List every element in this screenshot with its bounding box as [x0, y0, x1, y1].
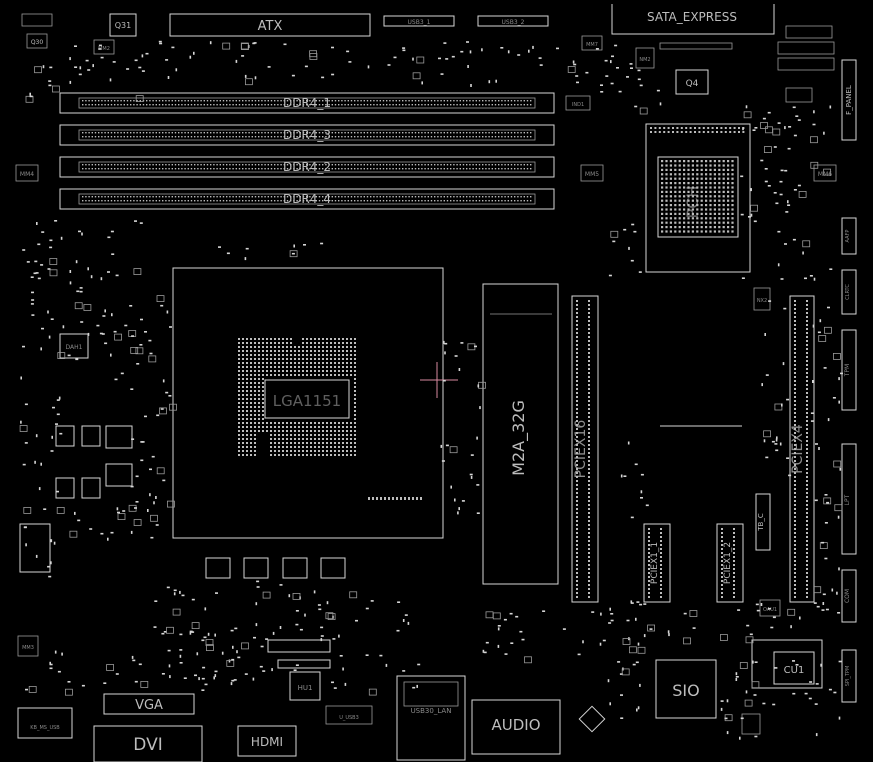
- cursor-crosshair: [420, 362, 458, 398]
- scattered-passives: [19, 40, 843, 740]
- svg-text:Q4: Q4: [686, 79, 699, 89]
- svg-text:CLRTC: CLRTC: [845, 284, 851, 300]
- usb3-header-1[interactable]: USB3_1: [383, 15, 455, 27]
- ddr4-2-label: DDR4_2: [283, 160, 331, 174]
- svg-text:MM3: MM3: [22, 645, 34, 651]
- svg-text:SPI_TPM: SPI_TPM: [845, 666, 851, 687]
- mm5-component: MM5: [580, 164, 604, 182]
- right-header-2[interactable]: CLRTC: [841, 269, 857, 315]
- pciex16-label: PCIEX16: [573, 420, 589, 479]
- ps2-usb-port[interactable]: KB_MS_USB: [17, 707, 73, 739]
- f-panel-label: F_PANEL: [845, 85, 853, 115]
- svg-text:MM6: MM6: [818, 171, 832, 178]
- ddr4-1-label: DDR4_1: [283, 96, 331, 110]
- svg-text:COM: COM: [844, 589, 851, 603]
- svg-text:MM2: MM2: [98, 46, 110, 52]
- cpu-socket-label: LGA1151: [273, 392, 341, 410]
- dimm-slot-ddr4-1[interactable]: DDR4_1: [59, 92, 555, 114]
- m2-label: M2A_32G: [509, 400, 529, 476]
- svg-text:MM5: MM5: [585, 171, 599, 178]
- mm4-component: MM4: [15, 164, 39, 182]
- mm7-component: MM7: [581, 35, 603, 51]
- svg-text:HU1: HU1: [298, 684, 313, 692]
- usb30-lan-port[interactable]: USB30_LAN: [396, 675, 466, 761]
- atx-power-connector[interactable]: ATX: [169, 13, 371, 37]
- svg-text:TB_C: TB_C: [757, 513, 765, 532]
- front-panel-header[interactable]: F_PANEL: [841, 59, 857, 141]
- dvi-port[interactable]: DVI: [93, 725, 203, 762]
- svg-text:MM4: MM4: [20, 171, 34, 178]
- mm3-component: MM3: [17, 635, 39, 657]
- q31-component: Q31: [109, 13, 137, 37]
- com-header[interactable]: COM: [841, 569, 857, 623]
- nm2-component: NM2: [635, 47, 655, 69]
- sio-label: SIO: [672, 681, 699, 700]
- usb3-header-2[interactable]: USB3_2: [477, 15, 549, 27]
- pciex1-2-slot[interactable]: PCIEX1_2: [716, 523, 744, 603]
- hdmi-label: HDMI: [251, 735, 283, 749]
- right-header-1[interactable]: AAFP: [841, 217, 857, 255]
- dimm-slot-ddr4-4[interactable]: DDR4_4: [59, 188, 555, 210]
- pciex4-label: PCIEX4: [790, 424, 806, 474]
- mm2-component: MM2: [93, 39, 115, 55]
- oau1-component: OAU1: [759, 599, 781, 617]
- dvi-label: DVI: [133, 735, 162, 755]
- dimm-slot-ddr4-3[interactable]: DDR4_3: [59, 124, 555, 146]
- pciex1-2-label: PCIEX1_2: [723, 542, 733, 584]
- pch-chipset[interactable]: PCH: [645, 123, 751, 273]
- svg-text:TPM: TPM: [844, 364, 851, 377]
- pch-label: PCH: [683, 186, 702, 219]
- cpu-socket[interactable]: LGA1151: [172, 267, 444, 539]
- tb-header[interactable]: TB_C: [755, 493, 771, 551]
- sata-express-connector[interactable]: SATA_EXPRESS: [611, 4, 775, 50]
- svg-text:U_USB3: U_USB3: [339, 715, 359, 721]
- dah1-component: DAH1: [59, 333, 89, 359]
- pciex4-slot[interactable]: PCIEX4: [789, 295, 815, 603]
- dimm-slot-ddr4-2[interactable]: DDR4_2: [59, 156, 555, 178]
- vga-label: VGA: [135, 698, 163, 713]
- ddr4-4-label: DDR4_4: [283, 192, 331, 206]
- svg-text:DAH1: DAH1: [66, 344, 83, 351]
- svg-text:NM2: NM2: [639, 57, 650, 63]
- pciex1-1-slot[interactable]: PCIEX1_1: [643, 523, 671, 603]
- super-io-chip[interactable]: SIO: [655, 659, 717, 719]
- audio-label: AUDIO: [491, 716, 540, 734]
- lpt-header[interactable]: LPT: [841, 443, 857, 555]
- svg-text:IND1: IND1: [572, 102, 584, 108]
- svg-text:CU1: CU1: [784, 665, 805, 676]
- svg-text:MM7: MM7: [586, 42, 598, 48]
- audio-jack[interactable]: AUDIO: [471, 699, 561, 755]
- pciex1-1-label: PCIEX1_1: [650, 542, 660, 584]
- nx2-component: NX2: [753, 287, 771, 311]
- tpm-header[interactable]: TPM: [841, 329, 857, 411]
- sata-express-label: SATA_EXPRESS: [647, 10, 737, 24]
- cu1-chip[interactable]: CU1: [773, 651, 815, 685]
- svg-text:USB3_2: USB3_2: [502, 19, 525, 26]
- q4-component: Q4: [675, 69, 709, 95]
- ind1-component: IND1: [565, 95, 591, 111]
- hdmi-port[interactable]: HDMI: [237, 725, 297, 757]
- svg-text:LPT: LPT: [844, 494, 851, 505]
- pciex16-slot[interactable]: PCIEX16: [571, 295, 599, 603]
- svg-text:Q30: Q30: [31, 39, 44, 46]
- spi-header[interactable]: SPI_TPM: [841, 649, 857, 703]
- m2-slot[interactable]: M2A_32G: [482, 283, 559, 585]
- atx-label: ATX: [258, 19, 283, 34]
- q30-component: Q30: [26, 33, 48, 49]
- svg-text:Q31: Q31: [115, 21, 131, 30]
- hu1-component: HU1: [289, 671, 321, 701]
- vga-port[interactable]: VGA: [103, 693, 195, 715]
- svg-text:USB30_LAN: USB30_LAN: [411, 707, 452, 715]
- ddr4-3-label: DDR4_3: [283, 128, 331, 142]
- mm6-component: MM6: [813, 164, 837, 182]
- u-usb3-component: U_USB3: [325, 705, 373, 725]
- dimm-pin-rows: [82, 100, 532, 202]
- svg-text:KB_MS_USB: KB_MS_USB: [30, 725, 60, 731]
- svg-text:USB3_1: USB3_1: [408, 19, 431, 26]
- svg-text:OAU1: OAU1: [763, 607, 777, 613]
- svg-text:AAFP: AAFP: [845, 230, 851, 243]
- svg-text:NX2: NX2: [757, 298, 767, 304]
- cpu-bottom-pads: [205, 557, 346, 579]
